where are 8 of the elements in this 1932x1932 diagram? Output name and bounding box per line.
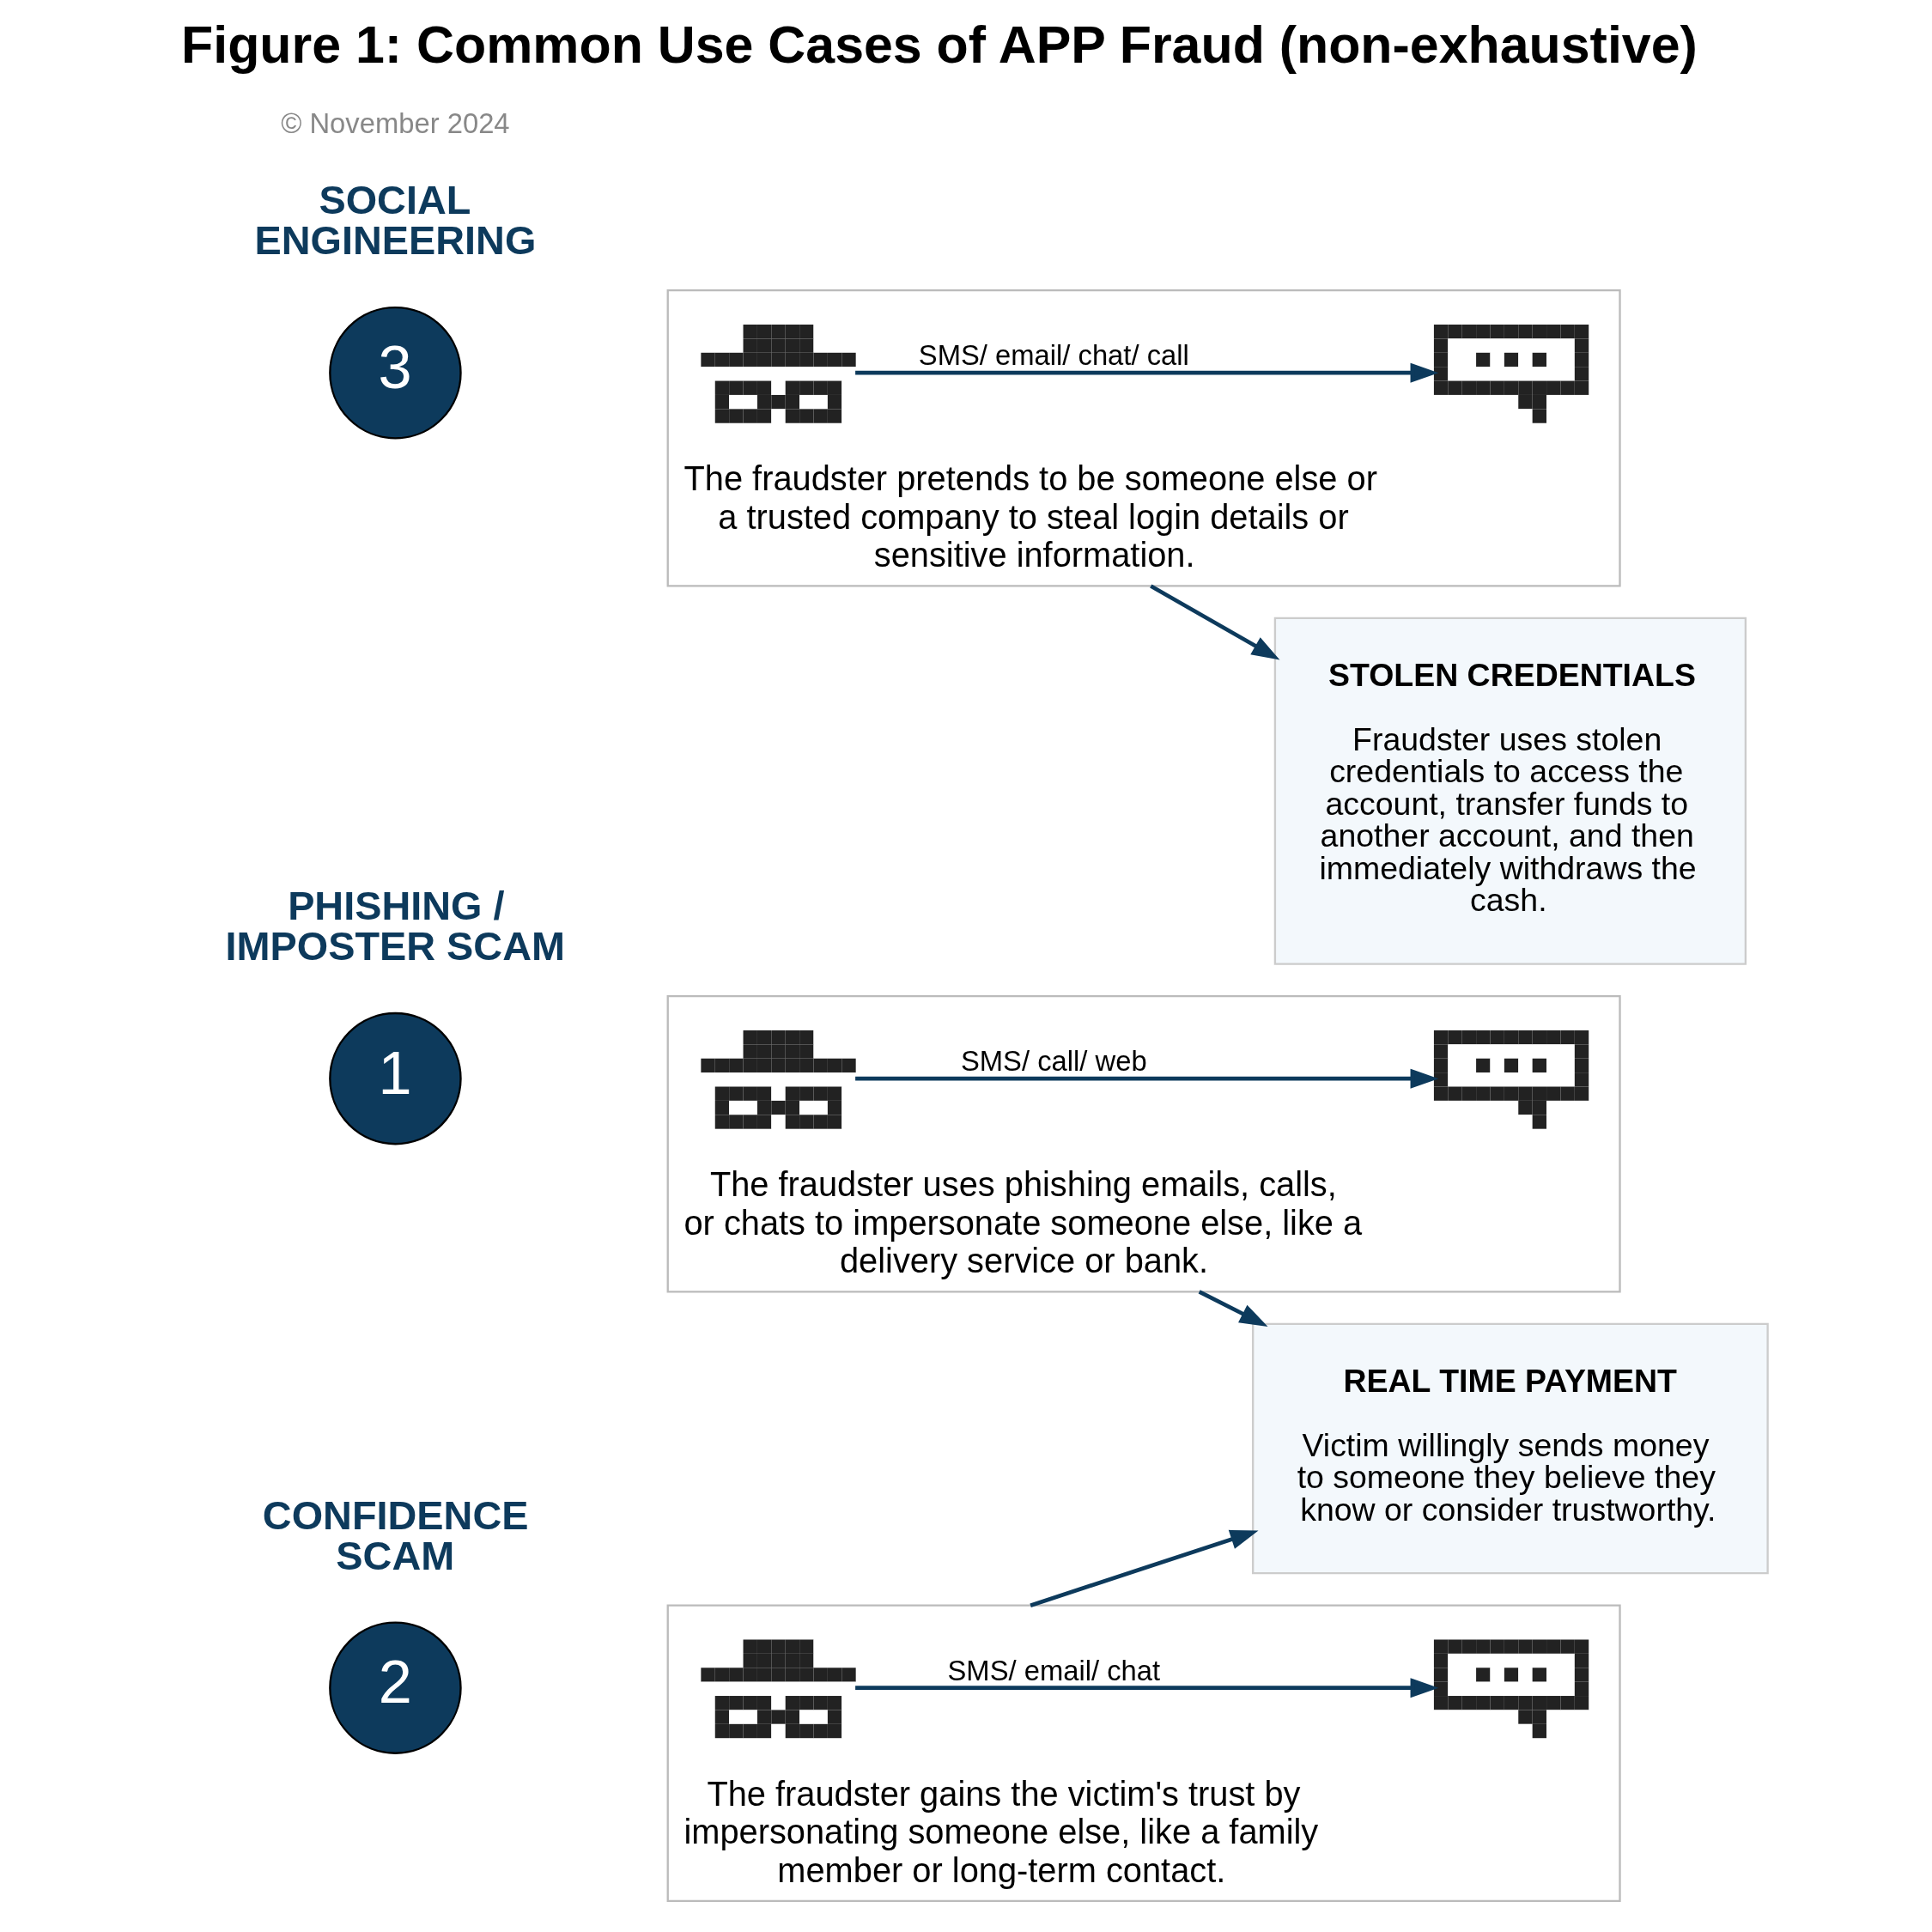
label: © November 2024 [280,106,510,139]
node-label: CONFIDENCE SCAM [262,1492,528,1578]
edge-label: SMS/ email/ chat/ call [918,339,1189,372]
edge-label: SMS/ email/ chat [947,1654,1160,1686]
edge-label: SMS/ call/ web [960,1045,1147,1078]
node-label: SOCIAL ENGINEERING [254,178,536,264]
node-label: PHISHING / IMPOSTER SCAM [225,884,565,969]
diagram-title: Figure 1: Common Use Cases of APP Fraud (non-exhaustive) [180,15,1698,75]
